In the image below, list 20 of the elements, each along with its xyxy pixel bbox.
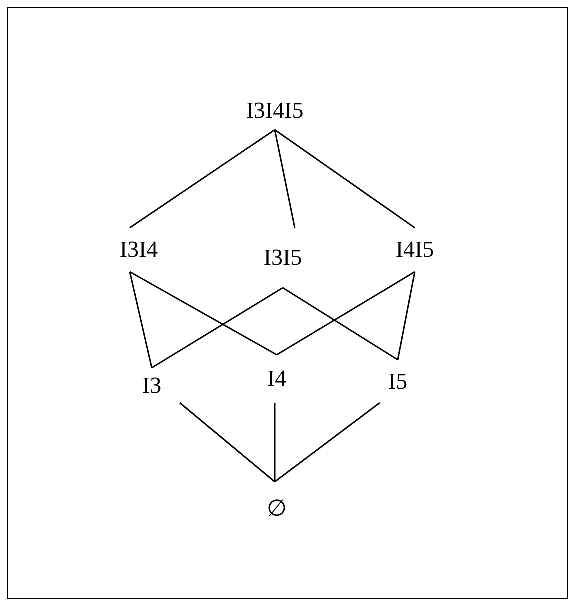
set-label: I3I4I5 — [246, 98, 304, 124]
hasse-line — [129, 272, 153, 368]
hasse-line — [274, 129, 416, 229]
set-label: I5 — [388, 368, 408, 394]
hasse-line — [130, 129, 276, 229]
hasse-line — [152, 287, 284, 369]
set-label: ∅ — [267, 495, 287, 522]
set-label: I4I5 — [396, 237, 434, 263]
hasse-line — [276, 271, 416, 356]
set-label: I3 — [142, 372, 162, 398]
hasse-line — [274, 402, 380, 483]
hasse-line — [274, 403, 276, 482]
set-label: I3I4 — [120, 237, 158, 263]
hasse-line — [274, 130, 296, 228]
hasse-line — [282, 287, 398, 361]
hasse-line — [397, 272, 416, 360]
hasse-line — [180, 402, 276, 483]
set-label: I4 — [267, 366, 287, 392]
set-label: I3I5 — [264, 245, 302, 271]
hasse-line — [130, 271, 278, 356]
